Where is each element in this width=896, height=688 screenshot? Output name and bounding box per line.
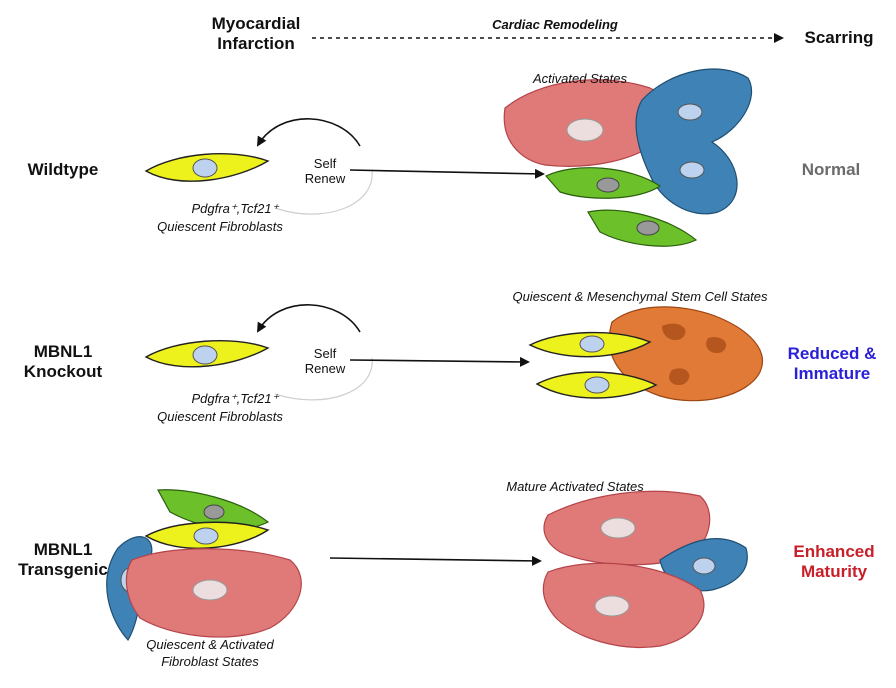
transition-arrow: [349, 356, 530, 367]
condition-label: MBNL1 Transgenic: [18, 540, 108, 579]
condition-label: Wildtype: [27, 160, 99, 179]
mature-activated-cluster: [542, 490, 748, 648]
states-label: Activated States: [533, 71, 627, 86]
wildtype-row: [144, 68, 753, 247]
source-markers-label: Pdgfra⁺,Tcf21⁺: [191, 201, 279, 216]
transition-arrow: [349, 168, 545, 179]
transition-arrow: [329, 555, 542, 566]
transgenic-row: [106, 489, 748, 648]
self-renew-label: Self Renew: [304, 156, 346, 186]
source-cell-label: Quiescent Fibroblasts: [157, 219, 283, 234]
self-renew-loop: [256, 118, 361, 147]
quiescent-fibroblast: [144, 339, 270, 368]
outcome-label: Normal: [801, 160, 861, 179]
states-label: Mature Activated States: [506, 479, 644, 494]
quiescent-fibroblast: [144, 153, 270, 182]
activated-cell-cluster: [503, 68, 753, 247]
header-end-label: Scarring: [804, 28, 874, 47]
condition-label: MBNL1 Knockout: [23, 342, 103, 381]
msc-cell-cluster: [528, 306, 763, 402]
source-cell-label: Quiescent Fibroblasts: [157, 409, 283, 424]
source-cell-label: Quiescent & Activated Fibroblast States: [146, 637, 274, 669]
outcome-label: Enhanced Maturity: [793, 542, 875, 581]
self-renew-label: Self Renew: [304, 346, 346, 376]
mixed-source-cluster: [106, 489, 302, 642]
self-renew-loop: [256, 304, 361, 333]
states-label: Quiescent & Mesenchymal Stem Cell States: [512, 289, 768, 304]
source-markers-label: Pdgfra⁺,Tcf21⁺: [191, 391, 279, 406]
outcome-label: Reduced & Immature: [787, 344, 877, 383]
knockout-row: [144, 304, 763, 402]
header-start-label: Myocardial Infarction: [211, 14, 301, 53]
header-process-label: Cardiac Remodeling: [492, 17, 618, 32]
